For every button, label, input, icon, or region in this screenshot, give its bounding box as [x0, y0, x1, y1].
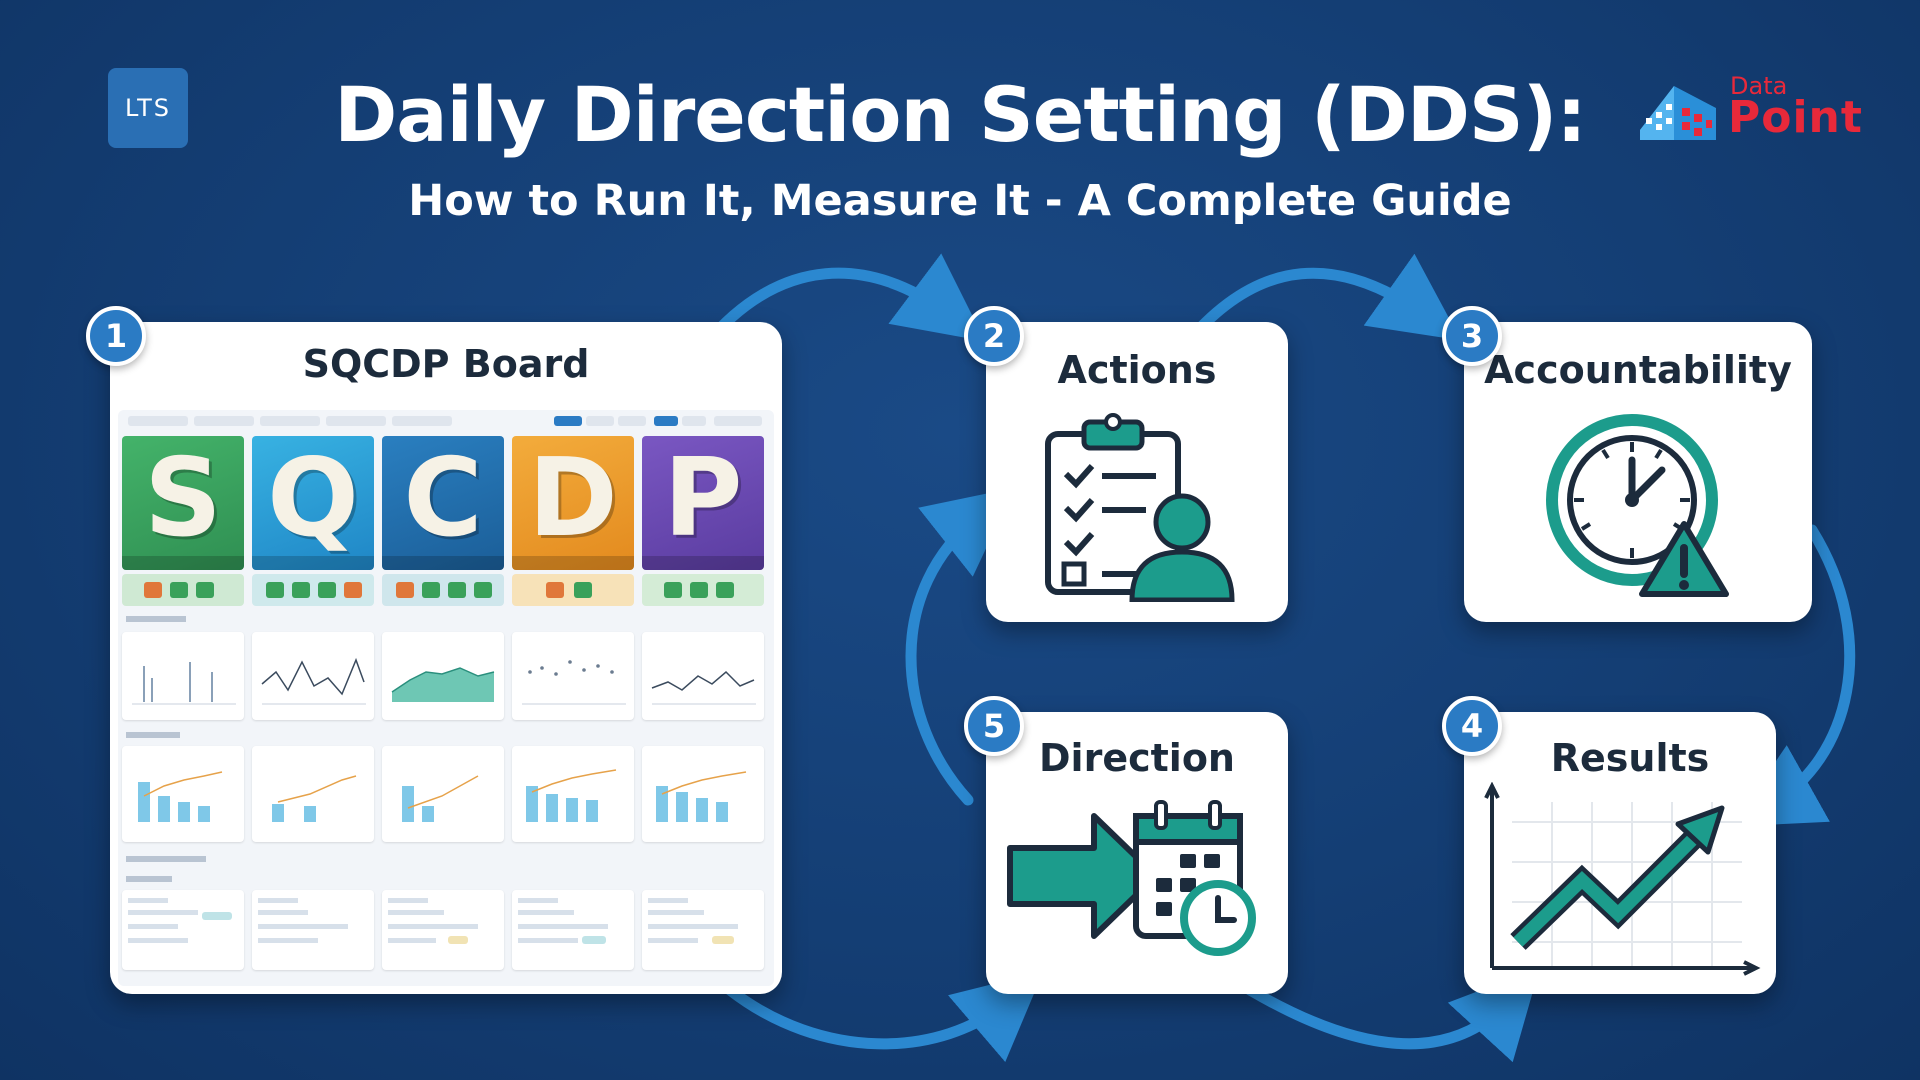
tile-status-row [382, 574, 504, 606]
arrow-4-loop [1244, 967, 1540, 1063]
sqcdp-board-title: SQCDP Board [302, 342, 590, 386]
mini-pareto-chart [252, 746, 374, 842]
results-card: Results [1464, 712, 1776, 994]
step-badge-3: 3 [1442, 306, 1502, 366]
mini-pareto-chart [512, 746, 634, 842]
tile-letter: Q [267, 436, 359, 561]
section-label-trends [126, 616, 186, 622]
section-label-pareto [126, 732, 180, 738]
tile-delivery: D [512, 436, 634, 570]
mini-action-card [382, 890, 504, 970]
mini-pareto-chart [382, 746, 504, 842]
mini-line-chart [642, 632, 764, 720]
mini-action-card [512, 890, 634, 970]
datapoint-logo: Data Point [1636, 72, 1866, 152]
logo-data-text: Data [1730, 72, 1788, 100]
tile-status-row [512, 574, 634, 606]
arrow-5-to-2 [905, 487, 1015, 806]
dashboard-filter-bar [124, 414, 768, 428]
building-icon [1640, 86, 1716, 140]
mini-line-chart [252, 632, 374, 720]
arrow-1-to-2 [699, 253, 986, 351]
mini-bar-chart [122, 632, 244, 720]
tile-cost: C [382, 436, 504, 570]
direction-title: Direction [1039, 736, 1235, 780]
mini-pareto-chart [642, 746, 764, 842]
tile-letter: P [663, 436, 743, 561]
tile-letter: C [403, 436, 483, 561]
tile-quality: Q [252, 436, 374, 570]
tile-status-row [122, 574, 244, 606]
accountability-title: Accountability [1484, 348, 1792, 392]
tile-safety: S [122, 436, 244, 570]
step-badge-1: 1 [86, 306, 146, 366]
step-badge-5: 5 [964, 696, 1024, 756]
direction-card: Direction [986, 712, 1288, 994]
logo-point-text: Point [1728, 92, 1863, 143]
section-label-actions [126, 876, 172, 882]
tile-letter: D [528, 436, 618, 561]
mini-scatter-chart [512, 632, 634, 720]
mini-pareto-chart [122, 746, 244, 842]
lts-logo: LTS [108, 68, 188, 148]
arrow-3-to-4 [1731, 524, 1856, 827]
tile-letter: S [144, 436, 222, 561]
arrow-2-to-3 [1179, 253, 1461, 351]
results-title: Results [1550, 736, 1710, 780]
rising-chart-icon [1484, 782, 1761, 976]
arrow-1-to-5 [724, 971, 1044, 1063]
accountability-card: Accountability [1464, 322, 1812, 622]
mini-action-card [252, 890, 374, 970]
mini-area-chart [382, 632, 504, 720]
actions-card: Actions [986, 322, 1288, 622]
step-badge-2: 2 [964, 306, 1024, 366]
arrow-calendar-clock-icon [1007, 800, 1256, 956]
actions-title: Actions [1057, 348, 1217, 392]
page-subtitle: How to Run It, Measure It - A Complete G… [408, 176, 1512, 226]
sqcdp-dashboard: S Q C D P [118, 410, 774, 986]
mini-action-card [642, 890, 764, 970]
tile-status-row [642, 574, 764, 606]
section-label-manager [126, 856, 206, 862]
clock-warning-icon [1546, 414, 1729, 597]
clipboard-checklist-person-icon [1045, 413, 1235, 602]
step-badge-4: 4 [1442, 696, 1502, 756]
tile-status-row [252, 574, 374, 606]
mini-action-card [122, 890, 244, 970]
page-title: Daily Direction Setting (DDS): [334, 70, 1587, 159]
sqcdp-board-card: SQCDP Board S Q C D P [110, 322, 782, 994]
tile-people: P [642, 436, 764, 570]
